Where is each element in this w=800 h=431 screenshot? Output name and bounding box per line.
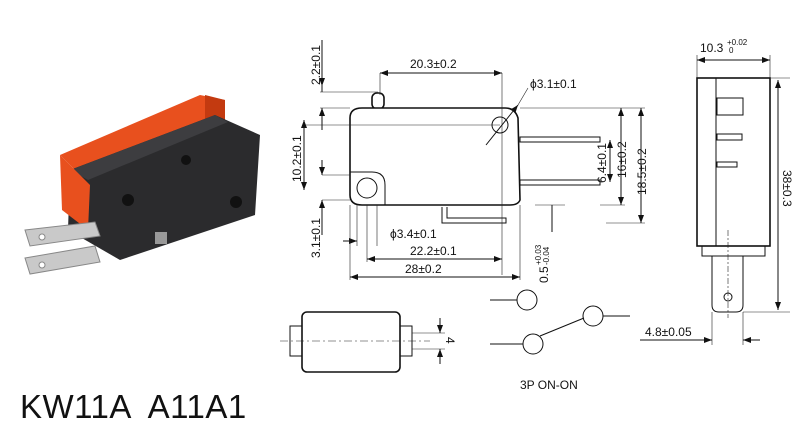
dim-end-length: 38±0.3 <box>780 170 794 207</box>
terminal <box>24 245 101 275</box>
mount-hole <box>230 196 242 208</box>
dim-terminal-height: 16±0.2 <box>615 141 629 178</box>
model-title: KW11A A11A1 <box>20 388 247 425</box>
dim-lever-gap-minus: -0.04 <box>542 246 551 265</box>
switch-blade <box>539 317 585 337</box>
switch-photo <box>24 95 260 275</box>
terminal-upper <box>519 136 601 143</box>
side-view: 20.3±0.2 ϕ3.1±0.1 2.2±0.1 10.2±0.1 3.1±0… <box>290 40 649 283</box>
lever-outline <box>441 207 507 224</box>
contact-nc <box>516 289 538 311</box>
dim-terminal-pitch: 6.4±0.1 <box>595 143 609 183</box>
dim-bottom-offset: 3.1±0.1 <box>309 218 323 258</box>
switch-body <box>68 115 260 260</box>
contact-com <box>582 305 604 327</box>
dim-small-hole: ϕ3.1±0.1 <box>530 77 577 91</box>
terminal <box>24 221 101 247</box>
contact-no <box>522 333 544 355</box>
dim-end-width-plus: +0.02 <box>727 38 748 47</box>
switch-body-outline <box>349 107 521 206</box>
dim-hole-offset: 10.2±0.1 <box>290 135 304 182</box>
dim-hole-to-edge: 22.2±0.1 <box>410 244 457 258</box>
end-terminal <box>711 256 744 313</box>
schematic-label: 3P ON-ON <box>520 378 578 392</box>
dim-hole-spacing: 20.3±0.2 <box>410 57 457 71</box>
dim-end-width-minus: 0 <box>729 46 734 55</box>
dim-end-width: 10.3 <box>700 41 724 55</box>
dim-terminal-width: 4.8±0.05 <box>645 325 692 339</box>
mount-hole-large <box>356 177 378 199</box>
dim-overall-height: 18.5±0.2 <box>635 148 649 195</box>
dim-lever-gap: 0.5 <box>537 266 551 283</box>
dim-plunger-height: 2.2±0.1 <box>309 45 323 85</box>
top-view: 4 <box>280 311 457 373</box>
dim-body-length: 28±0.2 <box>405 262 442 276</box>
dim-large-hole: ϕ3.4±0.1 <box>390 227 437 241</box>
dim-lever-gap-plus: +0.03 <box>534 244 543 265</box>
circuit-schematic: 3P ON-ON <box>490 289 630 392</box>
dim-thickness: 4 <box>443 337 457 344</box>
end-view: 10.3 +0.02 0 38±0.3 4.8±0.05 <box>640 38 794 345</box>
terminal-lower <box>519 179 601 186</box>
mount-hole <box>122 194 134 206</box>
